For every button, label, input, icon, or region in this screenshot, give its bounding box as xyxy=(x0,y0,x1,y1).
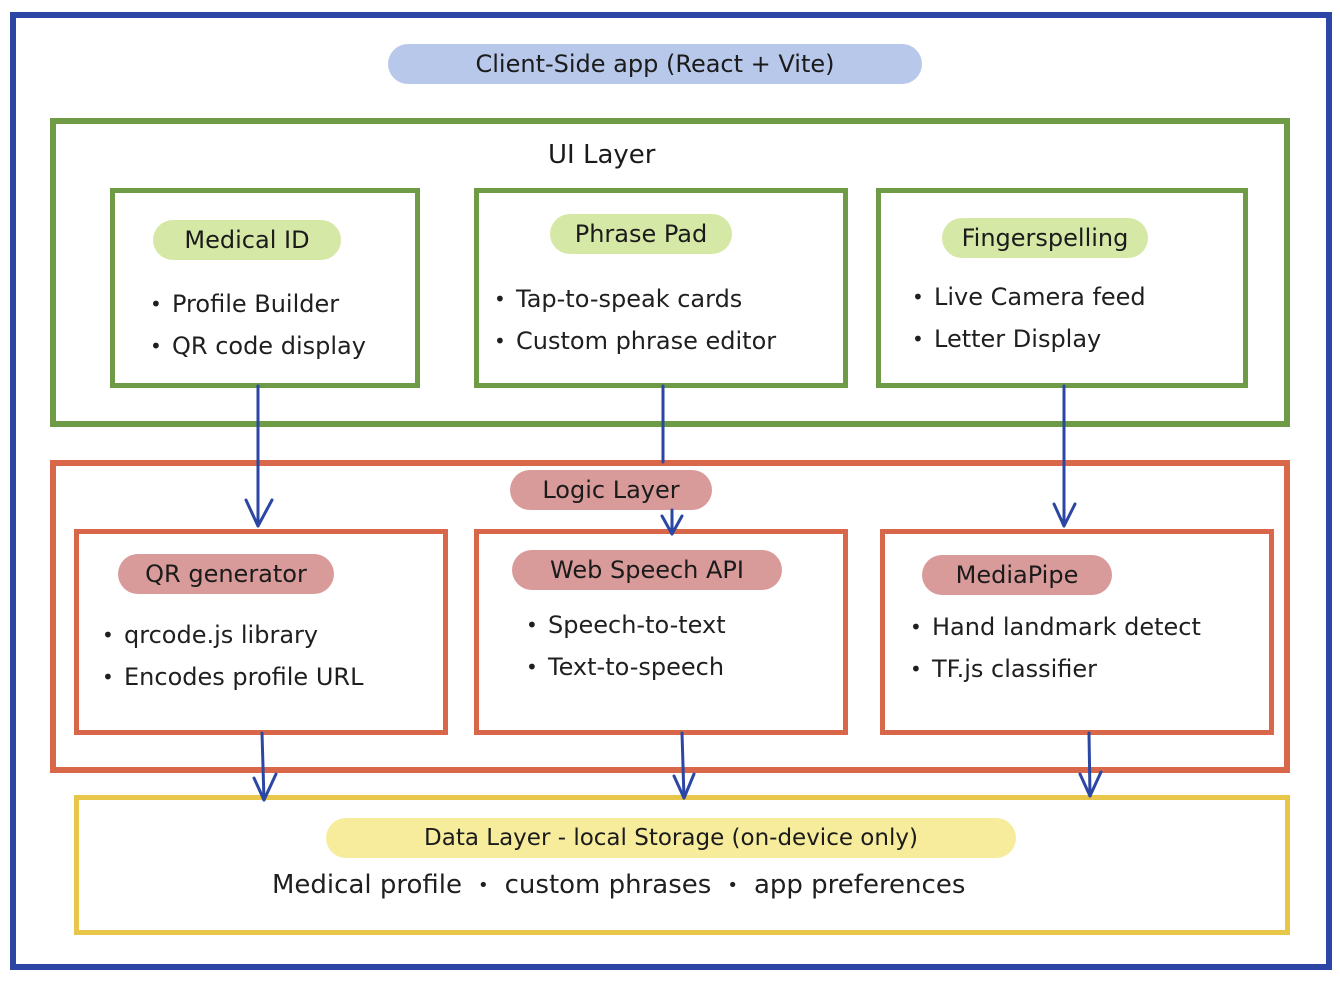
arrow-phrase-pad-to-web-speech-api xyxy=(660,384,684,536)
data-layer xyxy=(74,795,1290,935)
module-phrase-pad xyxy=(474,188,848,388)
logic-layer xyxy=(50,460,1290,773)
app-title: Client-Side app (React + Vite) xyxy=(388,44,922,84)
list-item: Letter Display xyxy=(912,318,1146,360)
data-layer-items: Medical profile • custom phrases • app prefe… xyxy=(272,870,965,900)
arrow-fingerspelling-to-mediapipe xyxy=(1052,384,1077,528)
list-item: TF.js classifier xyxy=(910,648,1201,690)
list-item: Live Camera feed xyxy=(912,276,1146,318)
data-layer-heading: Data Layer - local Storage (on-device on… xyxy=(326,818,1016,858)
module-phrase-pad-title: Phrase Pad xyxy=(550,214,732,254)
list-item: Profile Builder xyxy=(150,283,366,325)
module-qr-generator-title: QR generator xyxy=(118,554,334,594)
data-item-app-preferences: app preferences xyxy=(753,870,966,900)
module-web-speech-api-title: Web Speech API xyxy=(512,550,782,590)
module-mediapipe-title: MediaPipe xyxy=(922,555,1112,595)
module-qr-generator-items: qrcode.js library Encodes profile URL xyxy=(102,614,363,698)
module-fingerspelling-title: Fingerspelling xyxy=(942,218,1148,258)
arrow-mediapipe-to-data-layer xyxy=(1078,731,1103,798)
module-fingerspelling-items: Live Camera feed Letter Display xyxy=(912,276,1146,360)
module-fingerspelling xyxy=(876,188,1248,388)
list-item: Encodes profile URL xyxy=(102,656,363,698)
module-mediapipe-items: Hand landmark detect TF.js classifier xyxy=(910,606,1201,690)
list-item: QR code display xyxy=(150,325,366,367)
module-phrase-pad-items: Tap-to-speak cards Custom phrase editor xyxy=(494,278,776,362)
arrow-qr-generator-to-data-layer xyxy=(252,731,278,802)
ui-layer-heading: UI Layer xyxy=(548,140,656,170)
logic-layer-heading: Logic Layer xyxy=(510,470,712,510)
list-item: Speech-to-text xyxy=(526,604,726,646)
module-medical-id xyxy=(110,188,420,388)
module-web-speech-api-items: Speech-to-text Text-to-speech xyxy=(526,604,726,688)
list-item: qrcode.js library xyxy=(102,614,363,656)
separator-dot: • xyxy=(727,875,738,896)
outer-frame xyxy=(10,12,1332,970)
list-item: Custom phrase editor xyxy=(494,320,776,362)
data-item-medical-profile: Medical profile xyxy=(272,870,462,900)
arrow-medical-id-to-qr-generator xyxy=(244,384,274,528)
module-medical-id-title: Medical ID xyxy=(153,220,341,260)
ui-layer xyxy=(50,118,1290,427)
separator-dot: • xyxy=(478,875,489,896)
data-item-custom-phrases: custom phrases xyxy=(504,870,712,900)
list-item: Tap-to-speak cards xyxy=(494,278,776,320)
arrow-web-speech-api-to-data-layer xyxy=(672,731,696,800)
list-item: Hand landmark detect xyxy=(910,606,1201,648)
module-mediapipe xyxy=(880,529,1274,735)
module-medical-id-items: Profile Builder QR code display xyxy=(150,283,366,367)
list-item: Text-to-speech xyxy=(526,646,726,688)
module-web-speech-api xyxy=(474,529,848,735)
